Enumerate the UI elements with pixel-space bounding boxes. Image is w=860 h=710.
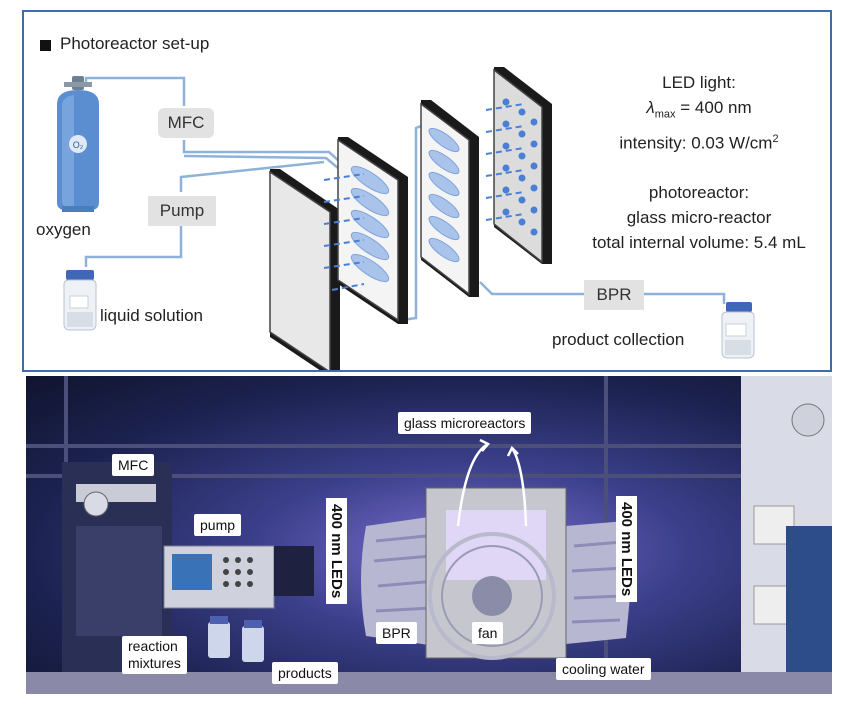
photo-label-reaction-2: mixtures — [128, 655, 181, 671]
photo-label-pump: pump — [194, 514, 242, 536]
photoreactor-scheme: Photoreactor set-up O₂ — [22, 10, 832, 372]
lab-photo: MFC pump 400 nm LEDs 400 nm LEDs glass m… — [26, 376, 832, 694]
reactor-plate-front — [323, 137, 408, 324]
scheme-title-bullet — [40, 40, 51, 51]
cylinder-label: O₂ — [73, 140, 84, 150]
photo-label-products: products — [272, 662, 338, 684]
reactor-plate-back — [420, 100, 479, 297]
led-housing-right — [562, 521, 632, 644]
reactor-type: glass micro-reactor — [626, 208, 772, 228]
mfc-box: MFC — [158, 108, 214, 138]
bench — [26, 672, 832, 694]
oxygen-cylinder-icon — [57, 76, 99, 212]
bpr-box: BPR — [584, 280, 644, 310]
scheme-drawing: O₂ — [57, 67, 755, 370]
pump-box: Pump — [148, 196, 216, 226]
liquid-label: liquid solution — [100, 306, 204, 325]
lab-photo-scene — [26, 376, 832, 694]
lambda-line: λmax = 400 nm — [584, 95, 814, 127]
photo-label-leds-left: 400 nm LEDs — [326, 498, 347, 605]
reaction-bottles — [208, 616, 264, 662]
photo-label-leds-right: 400 nm LEDs — [616, 496, 637, 603]
intensity-text: intensity: 0.03 W/cm — [619, 134, 773, 154]
blue-bottle — [786, 526, 832, 694]
liquid-bottle-icon — [63, 270, 97, 331]
photo-label-fan: fan — [472, 622, 504, 644]
photo-label-reaction: reaction mixtures — [122, 636, 187, 674]
product-bottle-icon — [721, 302, 755, 359]
oxygen-label: oxygen — [36, 220, 91, 239]
photo-label-glass: glass microreactors — [398, 412, 532, 434]
lambda-symbol: λ — [646, 98, 655, 117]
led-board — [485, 67, 552, 264]
intensity-line: intensity: 0.03 W/cm2 — [584, 127, 814, 156]
intensity-sup: 2 — [772, 133, 779, 146]
scheme-title: Photoreactor set-up — [60, 34, 210, 53]
reactor-heading: photoreactor: — [648, 183, 750, 203]
lambda-sub: max — [654, 108, 676, 121]
lambda-value: = 400 nm — [675, 98, 752, 117]
photo-label-bpr: BPR — [376, 622, 417, 644]
tubing — [84, 76, 726, 322]
photo-label-mfc: MFC — [112, 454, 155, 476]
product-label: product collection — [552, 330, 685, 349]
photo-label-reaction-1: reaction — [128, 638, 178, 654]
reactor-volume: total internal volume: 5.4 mL — [592, 233, 806, 253]
fan-icon — [428, 532, 556, 660]
photo-label-cooling: cooling water — [556, 658, 651, 680]
reactor-plate-blank — [269, 169, 340, 370]
led-housing-left — [361, 516, 446, 646]
led-specs: LED light: λmax = 400 nm intensity: 0.03… — [584, 70, 814, 255]
led-heading: LED light: — [662, 73, 736, 92]
arrow-left — [456, 442, 489, 527]
